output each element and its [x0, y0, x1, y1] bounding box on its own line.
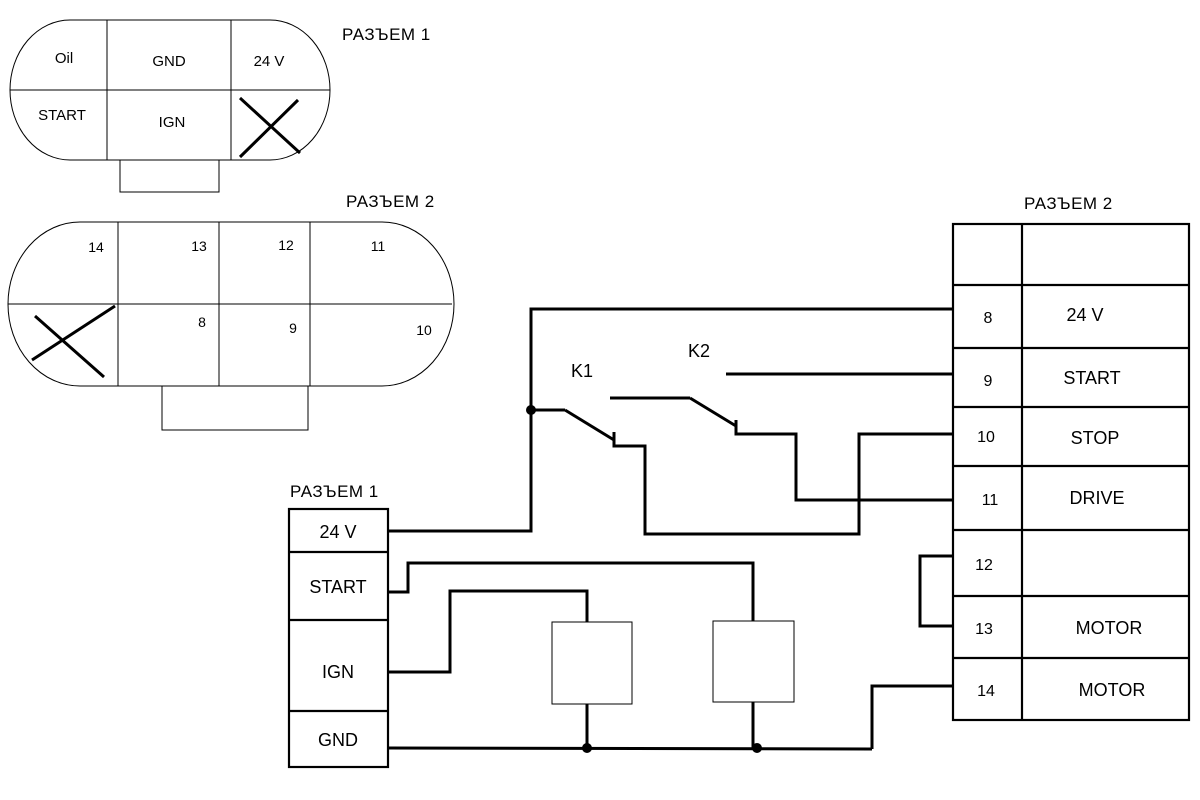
connector1-pin-24v: 24 V [254, 53, 285, 70]
connector2-face-title: РАЗЪЕМ 2 [346, 192, 435, 211]
connector1-latch [119, 159, 220, 193]
connector1-block-gnd: GND [318, 730, 358, 750]
wiring [387, 307, 953, 751]
connector2-row-num: 9 [984, 373, 993, 390]
wire-k1-to-stop [612, 432, 953, 536]
connector1-block-24v: 24 V [319, 522, 356, 542]
connector2-blocked-mark [34, 314, 105, 379]
junction-dot [752, 743, 762, 753]
connector1-block-start: START [309, 577, 366, 597]
connector1-face: Oil GND 24 V START IGN РАЗЪЕМ 1 [9, 19, 431, 193]
connector2-block-title: РАЗЪЕМ 2 [1024, 194, 1113, 213]
connector1-pin-ign: IGN [159, 114, 186, 131]
connector1-pin-gnd: GND [152, 53, 186, 70]
connector1-block: РАЗЪЕМ 1 24 V START IGN GND [287, 482, 390, 769]
connector2-pin-9: 9 [289, 320, 297, 336]
connector2-row-num: 13 [975, 621, 993, 638]
connector1-block-ign: IGN [322, 662, 354, 682]
connector1-blocked-mark-2 [238, 98, 300, 159]
connector2-row-label: MOTOR [1079, 680, 1146, 700]
connector2-pin-11: 11 [371, 238, 386, 254]
connector1-outline [9, 19, 331, 161]
connector1-face-title: РАЗЪЕМ 1 [342, 25, 431, 44]
wire-gnd-bus [387, 746, 873, 751]
wire-24v [388, 307, 953, 533]
wire-jumper-12-13 [918, 554, 953, 628]
k1-contact-blade [564, 408, 615, 442]
junction-dot [582, 743, 592, 753]
connector2-latch [161, 385, 309, 431]
relay-k2-label: K2 [688, 341, 710, 361]
connector2-blocked-mark-2 [31, 304, 116, 362]
connector2-row-num: 11 [982, 492, 999, 509]
connector2-face: 14 13 12 11 8 9 10 РАЗЪЕМ 2 [7, 192, 455, 431]
connector2-row-label: 24 V [1066, 305, 1103, 325]
connector1-pin-oil: Oil [55, 50, 73, 67]
wire-k2-to-drive [734, 420, 953, 502]
connector1-block-frame [287, 507, 390, 769]
connector1-pin-start: START [38, 107, 86, 124]
wire-start-to-k2 [388, 561, 755, 621]
connector2-outline [7, 221, 455, 387]
connector2-row-label: MOTOR [1076, 618, 1143, 638]
junction-dot [526, 405, 536, 415]
connector2-pin-8: 8 [198, 314, 206, 330]
connector2-pin-14: 14 [88, 239, 104, 255]
connector2-row-num: 10 [977, 429, 995, 446]
connector2-row-label: DRIVE [1069, 488, 1124, 508]
connector2-pin-10: 10 [416, 322, 432, 338]
wire-pin14-gnd [870, 684, 953, 749]
connector1-block-title: РАЗЪЕМ 1 [290, 482, 379, 501]
connector2-row-num: 8 [984, 310, 993, 327]
connector2-block: РАЗЪЕМ 2 8 9 10 11 12 13 14 24 V START S… [951, 194, 1191, 722]
connector2-row-num: 12 [975, 557, 993, 574]
connector2-block-frame [951, 222, 1191, 722]
wire-ign-to-k1 [388, 589, 589, 674]
connector2-pin-13: 13 [191, 238, 207, 254]
relay-k1-label: K1 [571, 361, 593, 381]
relay-k2-coil [712, 620, 795, 703]
connector2-pin-12: 12 [278, 237, 294, 253]
relay-k1-coil [551, 621, 633, 705]
k2-contact-blade [689, 396, 737, 428]
connector2-row-num: 14 [977, 683, 995, 700]
connector2-row-label: STOP [1071, 428, 1120, 448]
connector2-row-label: START [1063, 368, 1120, 388]
